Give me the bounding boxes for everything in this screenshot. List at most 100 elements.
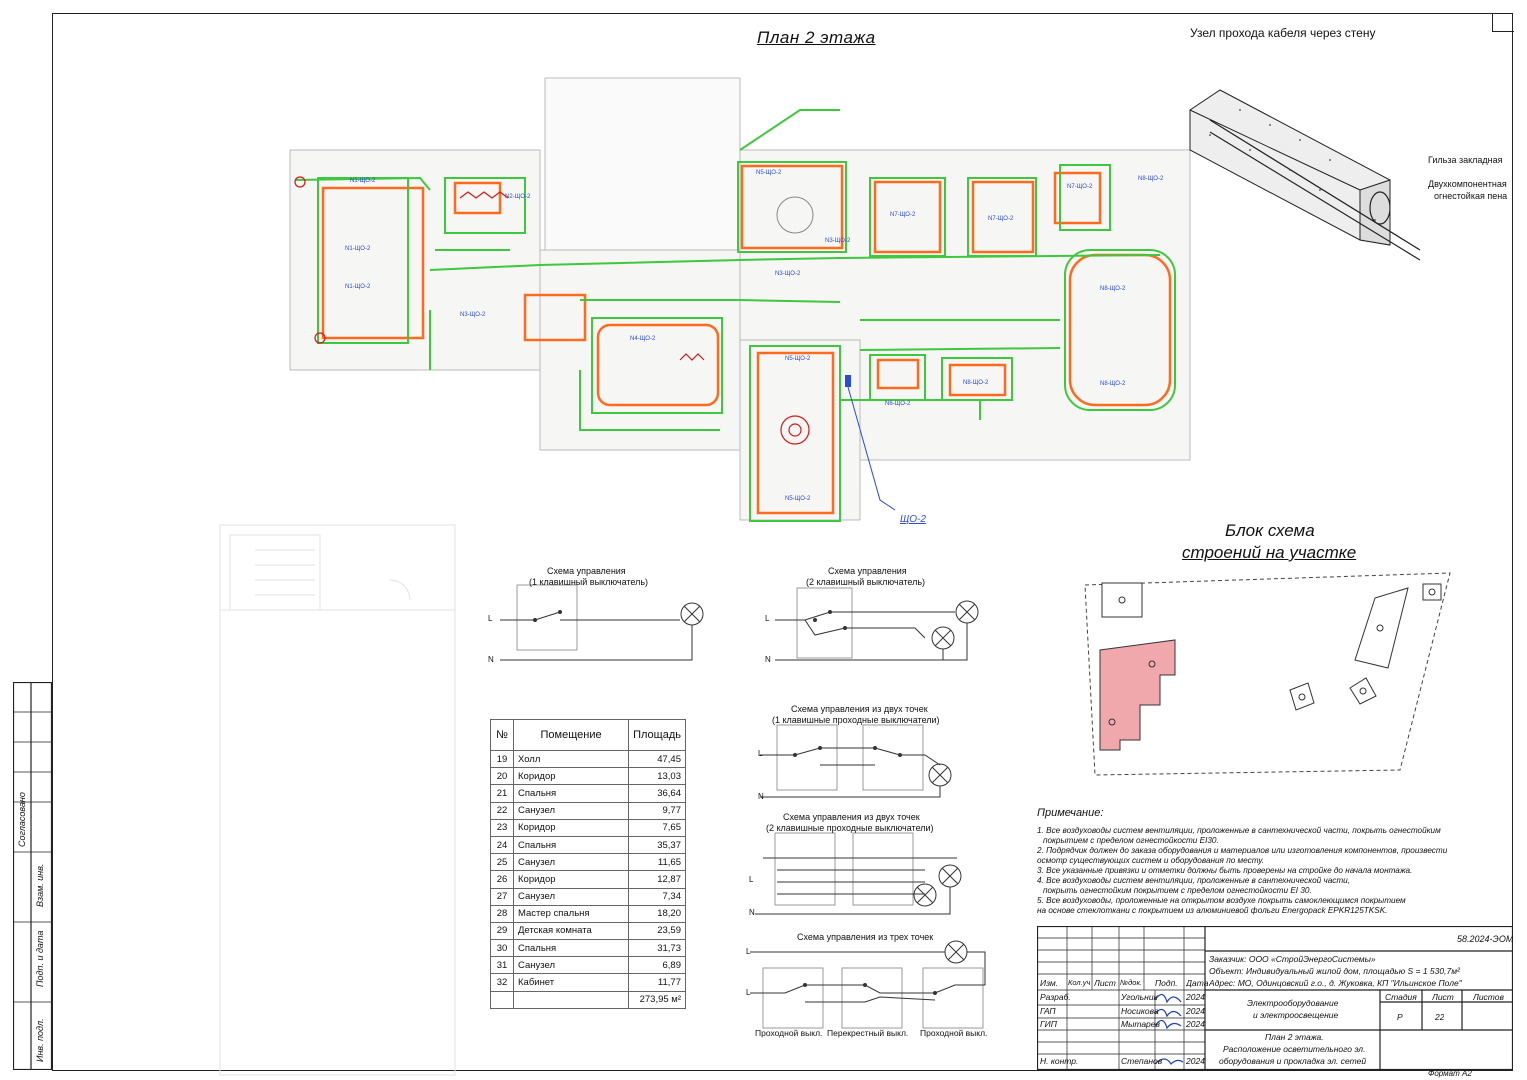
room-num: 30 (490, 939, 514, 958)
room-num: 27 (490, 887, 514, 906)
room-num: 21 (490, 784, 514, 803)
title-block-grid (1037, 926, 1513, 1070)
stair-underlay (219, 524, 456, 1076)
switch-schemes-drawing (500, 584, 986, 1029)
hdr-podp: Подп. (1155, 978, 1178, 988)
room-num: 20 (490, 767, 514, 786)
hdr-list: Лист (1094, 978, 1116, 988)
drawing-title-3: оборудования и прокладка эл. сетей (1219, 1056, 1367, 1066)
name-gip: Мытарев (1121, 1019, 1160, 1029)
side-stamp: Согласовано Взам. инв. Подп. и дата Инв.… (13, 682, 52, 1070)
s3-label-l: L (758, 749, 763, 758)
room-area: 47,45 (628, 749, 686, 769)
date-razrab: 2024 (1186, 992, 1205, 1002)
hdr-ndok: №док. (1120, 978, 1143, 987)
note-line: 5. Все воздуховоды, проложенные на откры… (1037, 896, 1406, 905)
cable-node-drawing (1189, 89, 1421, 261)
room-num: 32 (490, 973, 514, 992)
svg-text:N7-ЩО-2: N7-ЩО-2 (988, 216, 1014, 222)
rooms-total-row: 273,95 м² (490, 990, 686, 1009)
room-area: 7,65 (628, 818, 686, 837)
scheme1-title-1: Схема управления (547, 566, 626, 576)
section-line-2: и электроосвещение (1253, 1010, 1339, 1020)
site-block-scheme (1084, 572, 1451, 776)
room-area: 11,65 (628, 853, 686, 872)
s4-label-l: L (749, 875, 754, 884)
room-name: Спальня (512, 784, 630, 803)
scheme1-title-2: (1 клавишный выключатель) (529, 577, 649, 587)
scheme2-title-1: Схема управления (828, 566, 907, 576)
svg-text:N8-ЩО-2: N8-ЩО-2 (1100, 286, 1126, 292)
rooms-header-num: № (490, 719, 514, 751)
date-gip: 2024 (1186, 1019, 1205, 1029)
pass-switch-label-2: Проходной выкл. (920, 1028, 988, 1038)
sheet-value: 22 (1435, 1012, 1445, 1022)
scheme5-title: Схема управления из трех точек (797, 932, 934, 942)
foam-label-1: Двухкомпонентная (1428, 179, 1507, 189)
object: Объект: Индивидуальный жилой дом, площад… (1209, 966, 1460, 976)
drawing-code: 58.2024-ЭОМ (1457, 934, 1514, 944)
room-num: 29 (490, 921, 514, 941)
cable-node-title: Узел прохода кабеля через стену (1190, 26, 1376, 40)
svg-text:N5-ЩО-2: N5-ЩО-2 (785, 356, 811, 362)
s1-label-n: N (488, 655, 494, 664)
room-name: Коридор (512, 870, 630, 889)
name-gap: Носикова (1121, 1006, 1159, 1016)
role-gap: ГАП (1040, 1006, 1056, 1016)
drawing-title-2: Расположение осветительного эл. (1223, 1044, 1366, 1054)
svg-text:N2-ЩО-2: N2-ЩО-2 (505, 194, 531, 200)
total-empty-name (512, 990, 630, 1009)
room-num: 22 (490, 801, 514, 820)
note-line: покрыть огнестойким покрытием с пределом… (1043, 886, 1312, 895)
room-num: 28 (490, 904, 514, 923)
svg-text:N3-ЩО-2: N3-ЩО-2 (825, 238, 851, 244)
room-num: 26 (490, 870, 514, 889)
note-line: 2. Подрядчик должен до заказа оборудован… (1037, 846, 1448, 855)
title-block: 58.2024-ЭОМ Заказчик: ООО «СтройЭнергоСи… (1037, 926, 1513, 1070)
sheet-corner-mark (1492, 13, 1514, 32)
scheme3-title-1: Схема управления из двух точек (791, 704, 928, 714)
stage-value: Р (1397, 1012, 1403, 1022)
date-gap: 2024 (1186, 1006, 1205, 1016)
room-num: 23 (490, 818, 514, 837)
sheet-header: Лист (1432, 992, 1454, 1002)
name-razrab: Угольник (1121, 992, 1158, 1002)
svg-text:N8-ЩО-2: N8-ЩО-2 (1100, 381, 1126, 387)
svg-text:N8-ЩО-2: N8-ЩО-2 (963, 380, 989, 386)
hdr-data: Дата (1186, 978, 1209, 988)
room-name: Спальня (512, 835, 630, 855)
room-name: Санузел (512, 956, 630, 975)
stamp-podp-data: Подп. и дата (35, 930, 45, 987)
room-area: 31,73 (628, 939, 686, 958)
svg-text:N5-ЩО-2: N5-ЩО-2 (785, 496, 811, 502)
floor-plan-drawing: N1-ЩО-2 N1-ЩО-2 N1-ЩО-2 N2-ЩО-2 N3-ЩО-2 … (289, 77, 1191, 522)
hdr-kol: Кол.уч (1068, 978, 1091, 987)
room-name: Коридор (512, 767, 630, 786)
room-name: Коридор (512, 818, 630, 837)
svg-text:N3-ЩО-2: N3-ЩО-2 (775, 271, 801, 277)
side-stamp-grid (13, 682, 52, 1070)
rooms-total: 273,95 м² (628, 990, 686, 1009)
rooms-header-room: Помещение (512, 719, 630, 751)
room-num: 31 (490, 956, 514, 975)
role-nkontr: Н. контр. (1040, 1056, 1079, 1066)
section-line-1: Электрооборудование (1247, 998, 1339, 1008)
room-num: 25 (490, 853, 514, 872)
room-num: 24 (490, 835, 514, 855)
svg-text:N3-ЩО-2: N3-ЩО-2 (460, 312, 486, 318)
svg-text:N1-ЩО-2: N1-ЩО-2 (345, 284, 371, 290)
stage-header: Стадия (1385, 992, 1417, 1002)
